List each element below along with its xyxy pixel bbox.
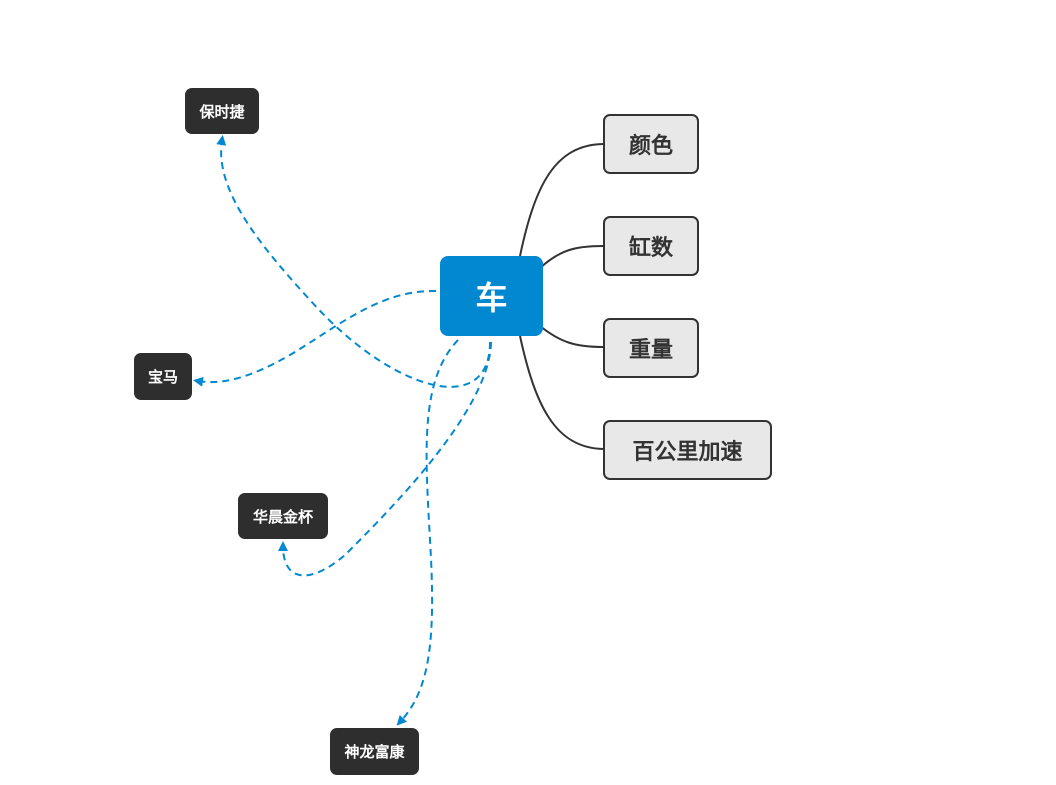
- floating-topic-porsche[interactable]: 保时捷: [185, 88, 259, 134]
- floating-topic-bmw[interactable]: 宝马: [134, 353, 192, 400]
- root-topic-car[interactable]: 车: [440, 256, 543, 336]
- relationship-line-jinbei: [278, 341, 492, 577]
- relationship-line-fukang: [396, 339, 459, 726]
- branch-line-cylinders: [539, 245, 604, 269]
- branch-topic-weight[interactable]: 重量: [603, 318, 699, 378]
- branch-topic-acceleration[interactable]: 百公里加速: [603, 420, 772, 480]
- floating-topic-label: 宝马: [147, 368, 178, 386]
- relationship-line-bmw: [193, 289, 437, 387]
- floating-topic-fukang[interactable]: 神龙富康: [330, 728, 419, 775]
- branch-topic-cylinders[interactable]: 缸数: [603, 216, 699, 276]
- branch-line-acceleration: [519, 335, 604, 450]
- root-topic-label: 车: [475, 279, 508, 317]
- branch-line-color: [519, 143, 604, 257]
- branch-line-weight: [539, 325, 604, 348]
- relationship-line-porsche: [216, 135, 491, 388]
- floating-topic-label: 华晨金杯: [252, 507, 313, 526]
- branch-topic-label: 颜色: [628, 134, 673, 159]
- branch-topic-label: 缸数: [628, 236, 673, 261]
- branch-topic-label: 百公里加速: [632, 440, 743, 465]
- branch-topic-label: 重量: [628, 338, 673, 363]
- floating-topic-label: 保时捷: [199, 102, 245, 121]
- floating-topic-jinbei[interactable]: 华晨金杯: [238, 493, 328, 539]
- branch-topic-color[interactable]: 颜色: [603, 114, 699, 174]
- floating-topic-label: 神龙富康: [344, 743, 405, 761]
